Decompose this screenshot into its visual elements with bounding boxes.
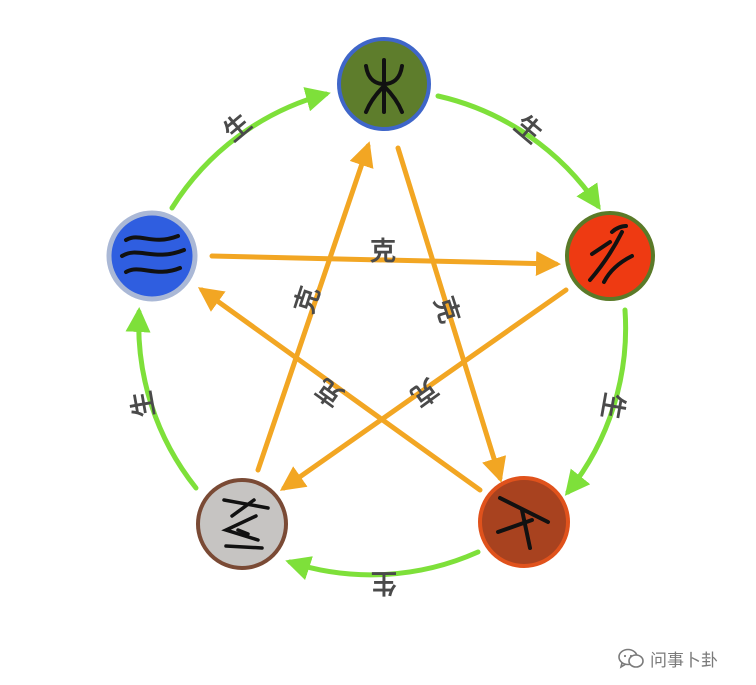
generate-arrow-metal-to-water xyxy=(125,307,199,491)
overcome-arrow-earth-to-water xyxy=(197,287,483,493)
element-node-water xyxy=(106,210,198,302)
overcome-label-earth-water: 克 xyxy=(311,372,350,412)
generate-arrow-earth-to-metal xyxy=(285,549,481,581)
generate-arrow-fire-to-earth xyxy=(564,307,629,496)
fire-seal-script-icon xyxy=(588,224,634,284)
generate-arrow-wood-to-fire xyxy=(435,93,601,211)
overcome-label-wood-earth: 克 xyxy=(428,293,465,327)
wood-seal-script-icon xyxy=(364,58,404,114)
overcome-arrow-metal-to-wood xyxy=(255,141,374,473)
watermark-text: 问事卜卦 xyxy=(650,651,718,671)
overcome-arrow-fire-to-metal xyxy=(279,287,569,491)
element-node-fire xyxy=(565,211,655,301)
metal-seal-script-icon xyxy=(221,498,270,550)
water-seal-script-icon xyxy=(120,234,186,274)
overcoming-cycle xyxy=(197,141,569,493)
wechat-logo-icon xyxy=(618,648,644,669)
generate-label-water-wood: 生 xyxy=(218,108,257,148)
generate-label-metal-water: 生 xyxy=(127,389,161,420)
overcome-label-water-fire: 克 xyxy=(370,237,396,267)
earth-seal-script-icon xyxy=(496,496,550,550)
overcome-arrow-water-to-fire xyxy=(209,251,561,277)
overcome-arrow-wood-to-earth xyxy=(395,145,507,483)
generate-arrow-water-to-wood xyxy=(169,87,331,211)
element-node-earth xyxy=(478,476,570,568)
element-node-wood xyxy=(337,37,431,131)
watermark: 问事卜卦 xyxy=(618,646,718,671)
generating-cycle xyxy=(125,87,629,581)
element-node-metal xyxy=(196,478,288,570)
generate-label-fire-earth: 生 xyxy=(595,391,629,422)
generate-label-earth-metal: 生 xyxy=(371,567,397,597)
